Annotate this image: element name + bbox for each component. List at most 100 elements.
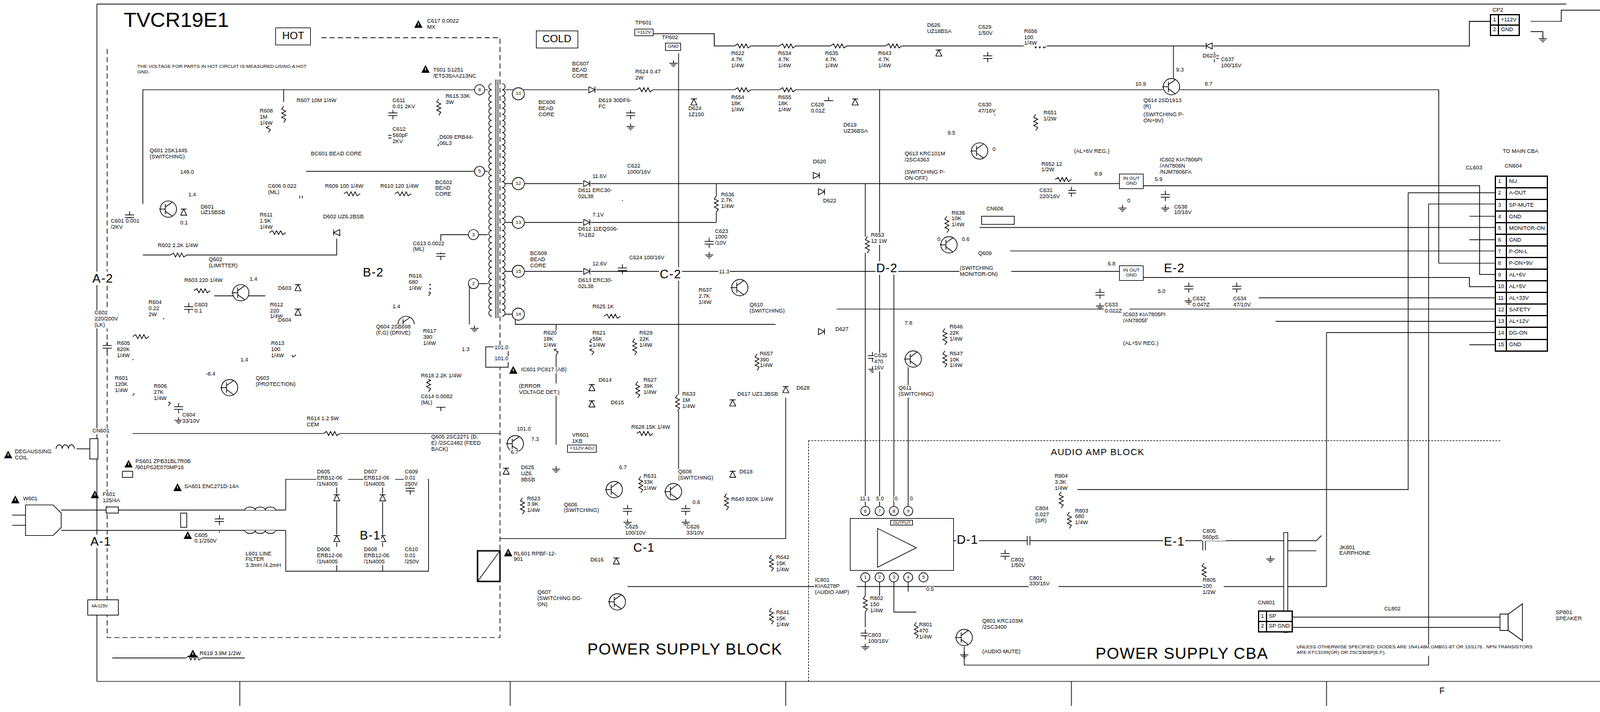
diode-symbol (690, 99, 697, 106)
voltage-value: 7.1V (591, 212, 605, 219)
pin-number: 5 (478, 168, 481, 175)
wire (1254, 297, 1495, 298)
ground-symbol (865, 643, 866, 647)
diode-symbol (729, 471, 736, 478)
part-label: (SWITCHING P-ON+9V) (1142, 111, 1191, 125)
warning-triangle (504, 549, 513, 557)
node-text: 3 (1495, 199, 1507, 212)
capacitor-mask (999, 553, 1011, 557)
resistor-symbol (632, 338, 637, 356)
ground-symbol (1266, 558, 1275, 560)
zone-label: E-1 (1163, 534, 1186, 549)
part-label: F (1438, 686, 1446, 696)
thermistor-ps601 (122, 471, 133, 478)
ground-symbol (1161, 208, 1170, 209)
part-label: R637 2.7K 1/4W (698, 287, 722, 306)
ground-symbol (862, 647, 868, 649)
resistor-symbol (1033, 114, 1038, 131)
voltage-value: 6.8 (1106, 261, 1117, 268)
capacitor-lead (392, 115, 393, 120)
ground-symbol (681, 521, 690, 523)
voltage-value: 9.3 (1175, 67, 1185, 74)
wire-connector (653, 21, 1490, 46)
transistor-lead (159, 208, 166, 210)
node-text: HOT (282, 30, 305, 43)
wire (1060, 192, 1408, 490)
ground-symbol (1186, 302, 1192, 303)
diode-symbol (613, 558, 620, 559)
ground-symbol (626, 126, 635, 127)
part-label: D602 UZ6.2BSB (322, 214, 365, 221)
capacitor-mask (405, 488, 416, 491)
voltage-value: 149.0 (179, 169, 196, 176)
ground-symbol (1098, 308, 1101, 310)
resistor-symbol (636, 87, 654, 92)
jack-contact (1287, 535, 1322, 541)
part-label: W601 (22, 496, 39, 503)
note-text: 4A/125V (90, 603, 109, 609)
part-label: D617 UZ3.3BSB (736, 391, 779, 398)
voltage-value: 101.0 (493, 356, 510, 363)
node-text: AUDIO AMP BLOCK (1049, 447, 1146, 458)
diode-mask (728, 398, 737, 407)
wire (1530, 31, 1544, 40)
pin-number: 7 (878, 508, 881, 514)
ac-cord (12, 515, 26, 516)
zone-label: B-2 (362, 265, 385, 280)
capacitor-lead (107, 342, 108, 346)
resistor-mask (734, 42, 752, 49)
resistor-mask (1054, 176, 1072, 183)
ground-symbol (1099, 302, 1101, 306)
wire (1530, 10, 1600, 22)
block-title: POWER SUPPLY BLOCK (586, 640, 784, 659)
node-text: GND (1506, 211, 1548, 223)
node-text: 1 (1495, 176, 1507, 188)
capacitor-mask (102, 345, 113, 349)
capacitor-lead (178, 409, 179, 414)
voltage-value: -8.4 (204, 371, 216, 378)
resistor-symbol (779, 44, 797, 49)
capacitor-lead (871, 358, 873, 363)
part-label: DEGAUSSING COIL (14, 449, 48, 462)
resistor-symbol (394, 192, 412, 197)
capacitor-mask (1160, 194, 1171, 198)
wire (1469, 239, 1496, 240)
resistor-symbol (942, 351, 948, 368)
wire (96, 680, 1600, 682)
part-label: R610 120 1/4W (379, 183, 420, 190)
capacitor-lead (865, 635, 866, 640)
diode-symbol (294, 308, 302, 316)
pin-number: 1 (863, 575, 867, 581)
part-label: R633 1M 1/4W (681, 391, 702, 410)
diode-symbol (502, 468, 510, 475)
pin-number: 13 (515, 219, 522, 226)
capacitor-mask (214, 518, 225, 522)
part-label: D603 (277, 285, 293, 292)
part-label: Q610 (SWITCHING) (748, 302, 793, 315)
part-label: R651 1/2W (1042, 110, 1065, 123)
hot-region-tag: HOT (275, 27, 311, 46)
voltage-value: 0 (909, 496, 914, 503)
warning-triangle (414, 20, 423, 28)
ground-symbol (960, 654, 968, 656)
ground-symbol (1540, 39, 1545, 41)
wire (865, 183, 866, 508)
capacitor-lead (1004, 556, 1006, 560)
ground-symbol (1542, 35, 1544, 39)
pin-circle (874, 572, 885, 582)
part-label: F601 125/4A (102, 491, 130, 505)
pin-circle (512, 216, 525, 229)
resistor-symbol (914, 622, 919, 639)
node-text: IN OUT (1122, 267, 1140, 274)
diode-symbol (824, 189, 825, 196)
resistor-mask (280, 105, 287, 123)
transistor-lead (976, 152, 984, 158)
node-text: IN OUT (1122, 176, 1140, 182)
zone-label: A-1 (89, 534, 112, 549)
part-label: R615 33K 3W (444, 93, 475, 106)
regulator-ic: IN OUTGND (1119, 265, 1143, 282)
transistor-lead (608, 601, 615, 603)
ground-symbol (1270, 556, 1271, 560)
amplifier-triangle (877, 528, 916, 568)
part-label: C622 1000/16V (626, 163, 655, 176)
